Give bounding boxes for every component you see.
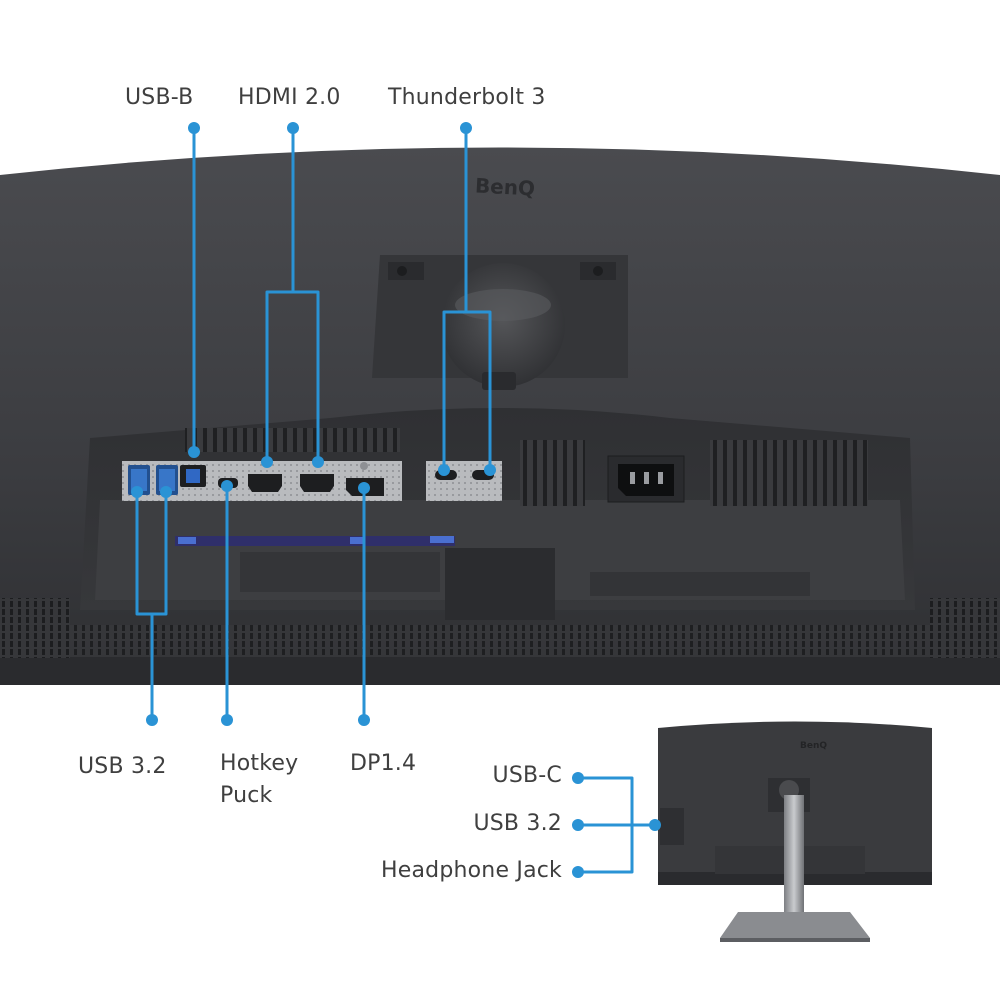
port-cavity [80, 408, 915, 620]
callout-lines [135, 126, 492, 722]
label-usb-c: USB-C [492, 763, 562, 788]
thumbnail-brand-logo: BenQ [800, 741, 827, 751]
power-socket [607, 455, 685, 503]
label-thunderbolt: Thunderbolt 3 [388, 85, 546, 110]
label-hdmi: HDMI 2.0 [238, 85, 341, 110]
vesa-mount [372, 255, 628, 390]
monitor-thumbnail: BenQ [572, 721, 932, 942]
label-dp: DP1.4 [350, 751, 417, 776]
label-usb32: USB 3.2 [78, 754, 167, 779]
label-usb32-side: USB 3.2 [473, 811, 562, 836]
label-usb-b: USB-B [125, 85, 194, 110]
label-hotkey-puck: Hotkey Puck [220, 751, 299, 808]
callout-dots [131, 122, 496, 726]
label-headphone-jack: Headphone Jack [381, 858, 562, 883]
brand-logo: BenQ [474, 173, 535, 200]
